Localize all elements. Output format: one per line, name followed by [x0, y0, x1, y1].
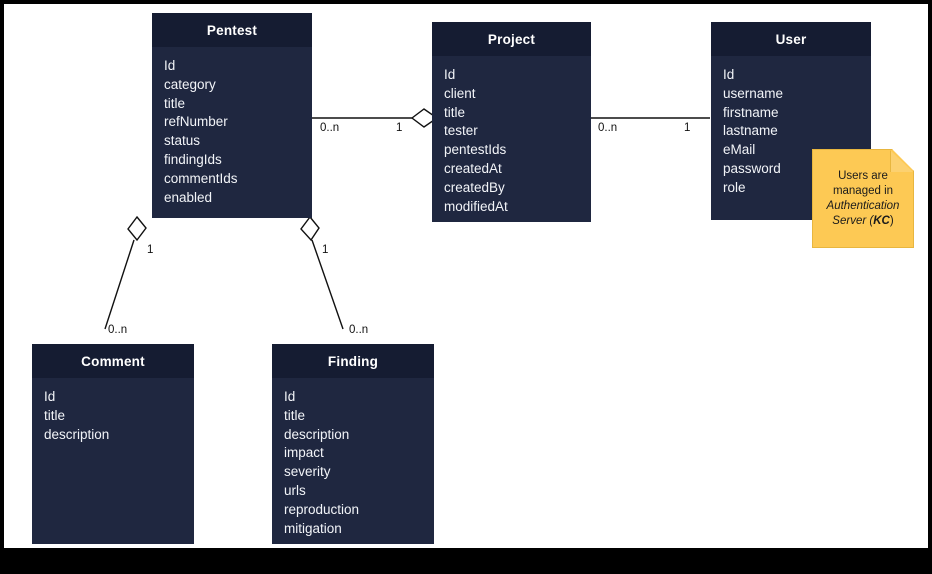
class-title-user: User [711, 22, 871, 56]
note-line-4-prefix: Server ( [832, 214, 874, 227]
attribute-row: username [723, 85, 784, 101]
class-attributes-user: Id username firstname lastname eMail pas… [711, 56, 871, 206]
attribute-row: description [284, 426, 350, 442]
attribute-row: lastname [723, 123, 778, 139]
note-line-4-bold: KC [873, 214, 890, 227]
attribute-row: title [444, 104, 466, 120]
note-line-2: managed in [832, 184, 894, 197]
class-title-project: Project [432, 22, 591, 56]
attribute-row: pentestIds [444, 142, 507, 158]
attribute-row: severity [284, 464, 331, 480]
note-users-managed[interactable]: Users are managed in Authentication Serv… [812, 149, 914, 248]
attribute-row: title [164, 95, 186, 111]
note-text: Users are managed in Authentication Serv… [819, 169, 908, 229]
class-attributes-comment: Id title description [32, 378, 194, 452]
class-box-finding[interactable]: Finding Id title description impact seve… [272, 344, 434, 544]
attribute-row: reproduction [284, 501, 360, 517]
attribute-row: createdBy [444, 179, 505, 195]
attribute-row: title [44, 407, 66, 423]
attribute-row: Id [284, 389, 296, 404]
note-line-1: Users are [838, 169, 888, 182]
attribute-row: enabled [164, 189, 213, 205]
attribute-row: impact [284, 445, 324, 461]
class-box-project[interactable]: Project Id client title tester pentestId… [432, 22, 591, 222]
class-attributes-finding: Id title description impact severity url… [272, 378, 434, 544]
multiplicity-pentest-finding-from: 1 [322, 244, 329, 256]
attribute-row: firstname [723, 104, 779, 120]
attribute-row: commentIds [164, 170, 238, 186]
attribute-row: Id [444, 67, 456, 82]
multiplicity-pentest-project-from: 0..n [320, 122, 340, 134]
class-attributes-project: Id client title tester pentestIds create… [432, 56, 591, 222]
attribute-row: findingIds [164, 151, 222, 167]
aggregation-diamond-finding [300, 215, 320, 242]
attribute-row: status [164, 133, 201, 149]
attribute-row: refNumber [164, 114, 228, 130]
attribute-row: category [164, 76, 216, 92]
attribute-row: tester [444, 123, 478, 139]
multiplicity-pentest-project-to: 1 [396, 122, 403, 134]
attribute-row: password [723, 160, 781, 176]
attribute-row: modifiedAt [444, 198, 508, 214]
attribute-row: Id [723, 67, 735, 82]
class-box-comment[interactable]: Comment Id title description [32, 344, 194, 544]
attribute-row: client [444, 85, 476, 101]
aggregation-diamond-comment [127, 215, 147, 242]
multiplicity-project-user-from: 0..n [598, 122, 618, 134]
note-line-4-suffix: ) [889, 214, 894, 227]
class-box-pentest[interactable]: Pentest Id category title refNumber stat… [152, 13, 312, 218]
diagram-canvas[interactable]: 0..n 1 0..n 1 1 0..n 1 0..n Pentest Id c… [4, 4, 928, 548]
attribute-row: eMail [723, 142, 756, 158]
class-title-finding: Finding [272, 344, 434, 378]
multiplicity-pentest-comment-to: 0..n [108, 324, 128, 336]
attribute-row: description [44, 426, 110, 442]
edge-pentest-comment [104, 239, 135, 330]
class-title-comment: Comment [32, 344, 194, 378]
attribute-row: createdAt [444, 160, 502, 176]
attribute-row: urls [284, 482, 306, 498]
class-attributes-pentest: Id category title refNumber status findi… [152, 47, 312, 215]
class-title-pentest: Pentest [152, 13, 312, 47]
multiplicity-pentest-comment-from: 1 [147, 244, 154, 256]
attribute-row: title [284, 407, 306, 423]
multiplicity-pentest-finding-to: 0..n [349, 324, 369, 336]
attribute-row: mitigation [284, 520, 342, 536]
multiplicity-project-user-to: 1 [684, 122, 691, 134]
attribute-row: Id [44, 389, 56, 404]
attribute-row: role [723, 179, 746, 195]
note-line-3: Authentication [826, 199, 900, 212]
attribute-row: Id [164, 58, 176, 73]
